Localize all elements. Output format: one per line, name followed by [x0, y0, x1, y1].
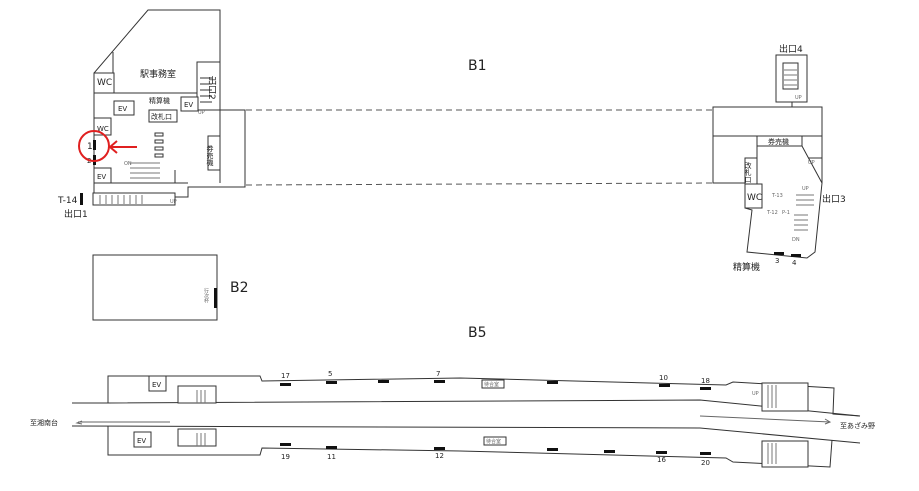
station-office-label: 駅事務室 [140, 68, 176, 80]
exit4-label: 出口4 [779, 43, 803, 55]
fare-adjust-label: 精算機 [149, 96, 170, 105]
t12-label: T-12 [766, 210, 778, 216]
door-3-label: 3 [775, 257, 779, 265]
wc-label: WC [747, 193, 762, 203]
b1-east-concourse [712, 54, 823, 259]
up-label: UP [808, 160, 815, 166]
t14-label: T-14 [57, 196, 78, 206]
door-16-label: 16 [657, 456, 666, 464]
wc-lower-label: WC [97, 125, 109, 133]
door-7-label: 7 [436, 370, 440, 378]
ticket-machine-label: 券売機 [206, 144, 214, 167]
b2-concourse [92, 254, 218, 321]
ev-top-label: EV [152, 381, 161, 389]
door-4-marker [791, 254, 801, 257]
ev-2-label: EV [184, 101, 193, 109]
corridor-line-bottom [245, 182, 714, 186]
exit2-label: 出口2 [206, 75, 217, 100]
to-azamino-label: 至あざみ野 [840, 421, 875, 430]
up-label: UP [170, 199, 177, 205]
door-17-label: 17 [281, 372, 290, 380]
ev-3-label: EV [97, 173, 106, 181]
to-shonandai-label: 至湘南台 [30, 418, 58, 427]
door-5-label: 5 [328, 370, 332, 378]
door-11-label: 11 [327, 453, 336, 461]
ticket-gate-label: 改札口 [151, 112, 172, 121]
door-1-label: 1 [87, 142, 93, 152]
door-19-label: 19 [281, 453, 290, 461]
door-1-marker [93, 140, 96, 150]
ev-bottom-label: EV [137, 437, 146, 445]
door-3-marker [774, 252, 784, 255]
door-12-label: 12 [435, 452, 444, 460]
b2-gate-label: 行次杯 [203, 287, 209, 304]
fare-adjust-label: 精算機 [733, 261, 760, 273]
ticket-machine-label: 券売機 [768, 137, 789, 146]
waiting-room-bottom-label: 待合室 [486, 438, 501, 445]
wc-upper-label: WC [97, 78, 112, 88]
b2-gate-marker [214, 288, 217, 308]
ev-1-label: EV [118, 105, 127, 113]
door-10-label: 10 [659, 374, 668, 382]
on-label: ON [124, 161, 132, 167]
t14-marker [80, 193, 83, 205]
waiting-room-top-label: 待合室 [484, 381, 499, 388]
p1-label: P-1 [782, 210, 790, 216]
ticket-gate-label: 改札口 [744, 161, 752, 183]
exit3-label: 出口3 [822, 193, 846, 205]
b5-platform [71, 375, 861, 468]
floor-label-b5: B5 [468, 325, 487, 341]
floor-label-b2: B2 [230, 280, 249, 296]
up-label: UP [795, 95, 802, 101]
highlight-circle [78, 130, 110, 162]
dn-label: DN [792, 237, 800, 243]
door-18-label: 18 [701, 377, 710, 385]
up-label: UP [752, 391, 759, 397]
door-4-label: 4 [792, 259, 797, 267]
b1-west-concourse [80, 9, 246, 206]
floor-label-b1: B1 [468, 58, 487, 74]
door-20-label: 20 [701, 459, 710, 467]
highlight-arrow-icon [108, 140, 137, 154]
up-label: UP [198, 110, 205, 116]
exit1-label: 出口1 [64, 208, 88, 220]
t13-label: T-13 [771, 193, 783, 199]
up-label: UP [802, 186, 809, 192]
